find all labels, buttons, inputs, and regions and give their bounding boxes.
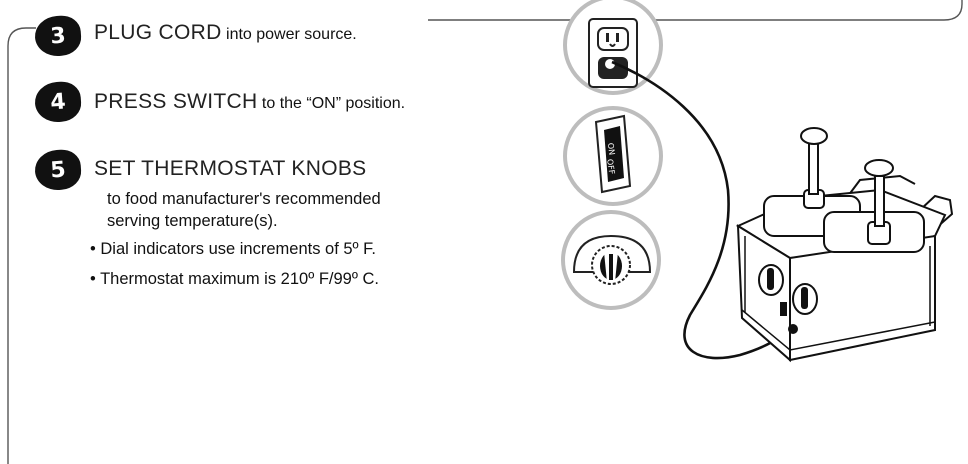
switch-off-label: OFF: [605, 158, 616, 175]
step-5-detail-line-2: serving temperature(s).: [107, 212, 278, 230]
step-number-badge: 4: [33, 80, 83, 124]
outlet-icon: [563, 0, 663, 95]
step-heading: PRESS SWITCH: [94, 90, 258, 113]
step-text: into power source.: [221, 26, 357, 43]
thermostat-knob-icon: [561, 210, 661, 310]
bullet-item: • Dial indicators use increments of 5º F…: [90, 240, 377, 258]
step-number-badge: 5: [33, 148, 83, 192]
step-5-detail-line-1: to food manufacturer's recommended: [107, 190, 381, 208]
step-5: 5 SET THERMOSTAT KNOBS: [33, 148, 367, 192]
bullet-item: • Thermostat maximum is 210º F/99º C.: [90, 270, 379, 288]
step-heading: PLUG CORD: [94, 21, 222, 44]
step-3: 3 PLUG CORD into power source.: [33, 14, 357, 58]
power-switch-icon: ON OFF: [563, 106, 663, 206]
warmer-unit-icon: [735, 127, 954, 363]
product-illustration: ON OFF: [561, 0, 954, 363]
switch-on-label: ON: [606, 142, 617, 155]
step-heading: SET THERMOSTAT KNOBS: [94, 157, 367, 180]
step-number-badge: 3: [33, 14, 83, 58]
step-4: 4 PRESS SWITCH to the “ON” position.: [33, 80, 406, 124]
step-text: to the “ON” position.: [257, 95, 406, 112]
